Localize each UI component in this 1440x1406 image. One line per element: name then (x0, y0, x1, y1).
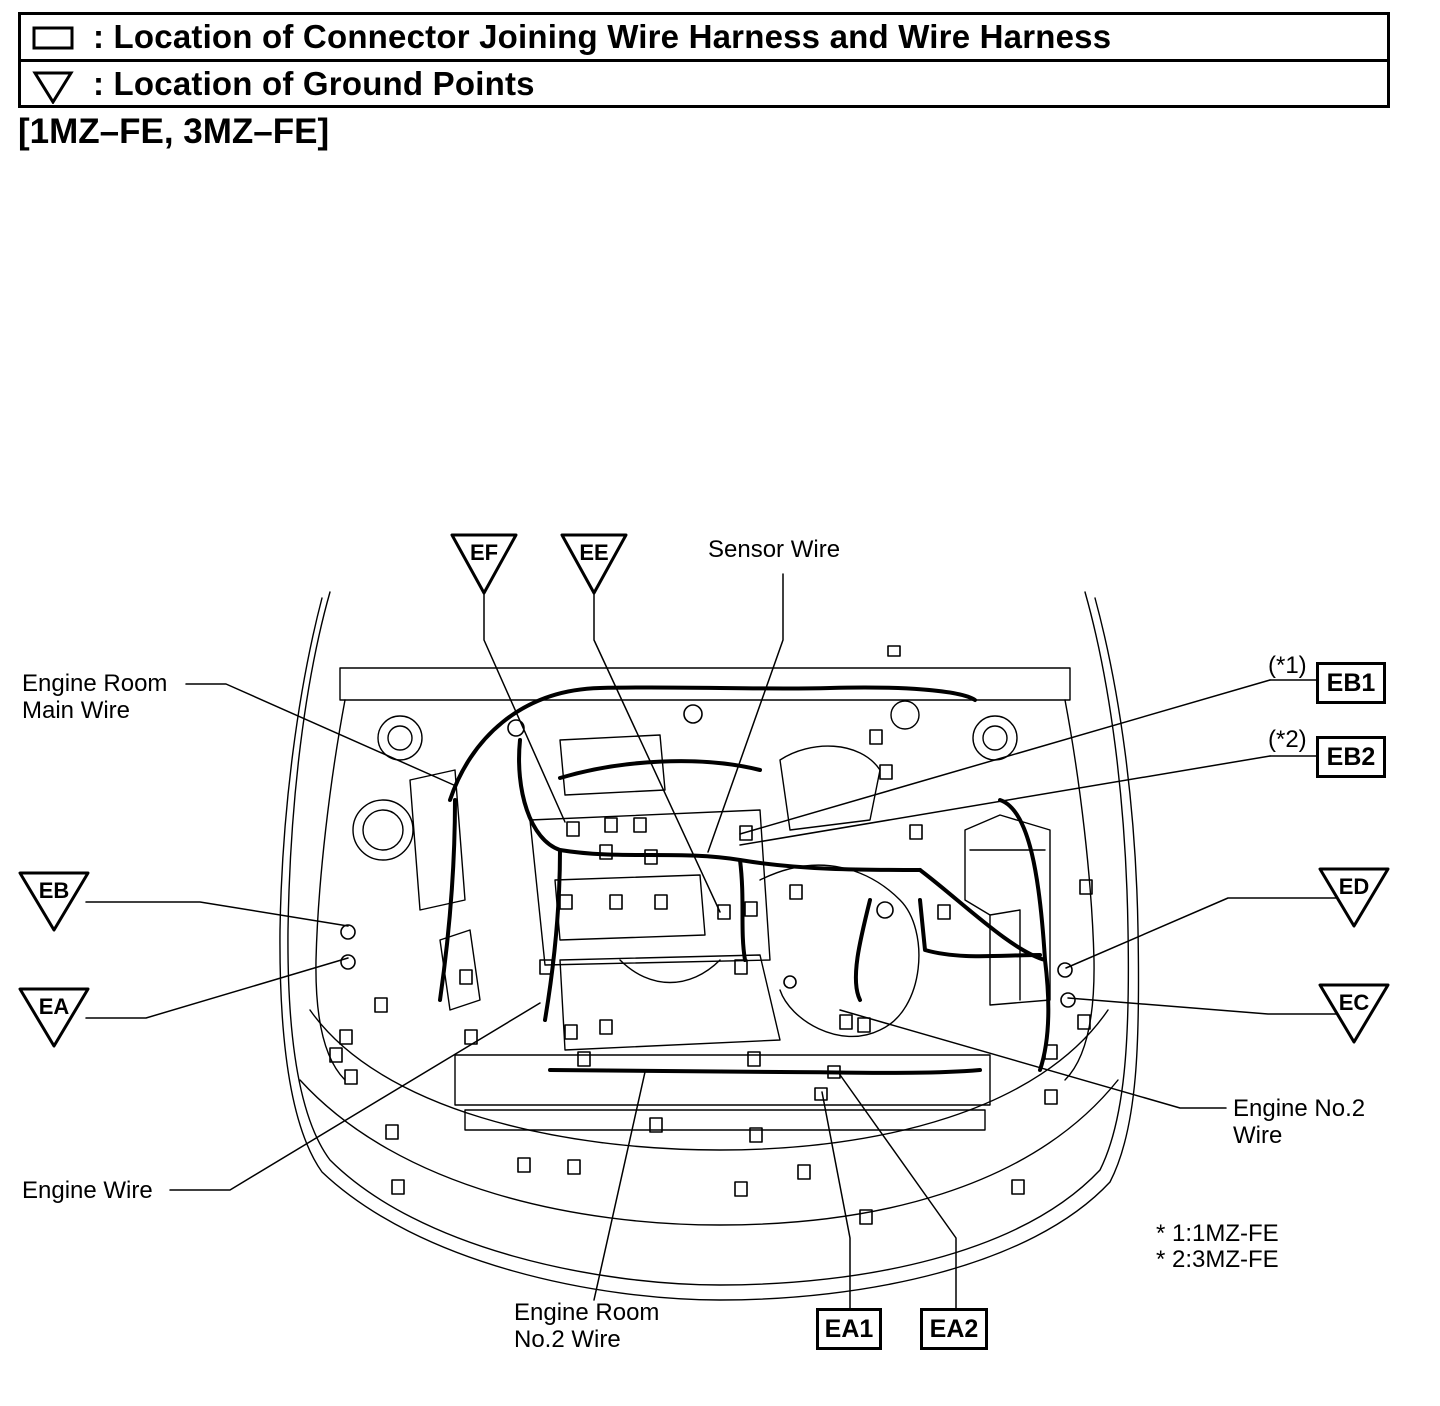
ground-triangle-ef (450, 533, 518, 595)
label-engine-room-main-wire-line1: Engine Room (22, 670, 168, 697)
footnote-2: * 2:3MZ-FE (1156, 1246, 1279, 1273)
connector-label-ea2: EA2 (920, 1308, 988, 1350)
fuse-box (964, 814, 1051, 1006)
label-engine-no2-wire-line1: Engine No.2 (1233, 1095, 1366, 1122)
ground-triangle-ec (1318, 983, 1390, 1044)
ground-label-ee: EE (579, 540, 609, 565)
ground-triangle-ea (18, 987, 90, 1048)
connector-label-eb2: EB2 (1316, 736, 1386, 778)
ground-triangle-ee (560, 533, 628, 595)
leader-lines (85, 573, 1354, 1319)
connector-blocks (329, 645, 1093, 1225)
ground-triangle-eb (18, 871, 90, 932)
label-engine-no2-wire-line2: Wire (1233, 1122, 1283, 1149)
legend-ground-row: : Location of Ground Points (18, 59, 1390, 108)
ground-triangles (18, 533, 1390, 1048)
note-eb1: (*1) (1268, 652, 1307, 679)
footnote-1: * 1:1MZ-FE (1156, 1220, 1279, 1247)
legend-ground-text: : Location of Ground Points (93, 65, 535, 102)
ground-label-eb: EB (38, 878, 70, 903)
ground-label-ea: EA (38, 994, 70, 1019)
ground-label-ef: EF (469, 540, 499, 565)
ground-label-ec: EC (1338, 990, 1370, 1015)
connector-label-ea1: EA1 (816, 1308, 882, 1350)
label-engine-wire: Engine Wire (22, 1177, 153, 1204)
wire-harness (438, 685, 1051, 1075)
variant-title: [1MZ–FE, 3MZ–FE] (18, 112, 330, 151)
ground-label-ed: ED (1338, 874, 1370, 899)
down-triangle-icon (32, 71, 74, 104)
label-engine-room-main-wire-line2: Main Wire (22, 697, 131, 724)
label-engine-room-no2-wire-line1: Engine Room (514, 1299, 660, 1326)
legend-connector-text: : Location of Connector Joining Wire Har… (93, 18, 1112, 55)
label-engine-room-no2-wire-line2: No.2 Wire (514, 1326, 621, 1353)
rectangle-icon (32, 26, 74, 50)
note-eb2: (*2) (1268, 726, 1307, 753)
vehicle-body-outline (279, 591, 1140, 1301)
label-sensor-wire: Sensor Wire (708, 536, 841, 563)
engine-block (409, 734, 920, 1051)
strut-towers (352, 700, 1018, 861)
ground-bolts (340, 704, 1076, 1008)
connector-label-eb1: EB1 (1316, 662, 1386, 704)
ground-triangle-ed (1318, 867, 1390, 928)
legend-connector-row: : Location of Connector Joining Wire Har… (18, 12, 1390, 62)
